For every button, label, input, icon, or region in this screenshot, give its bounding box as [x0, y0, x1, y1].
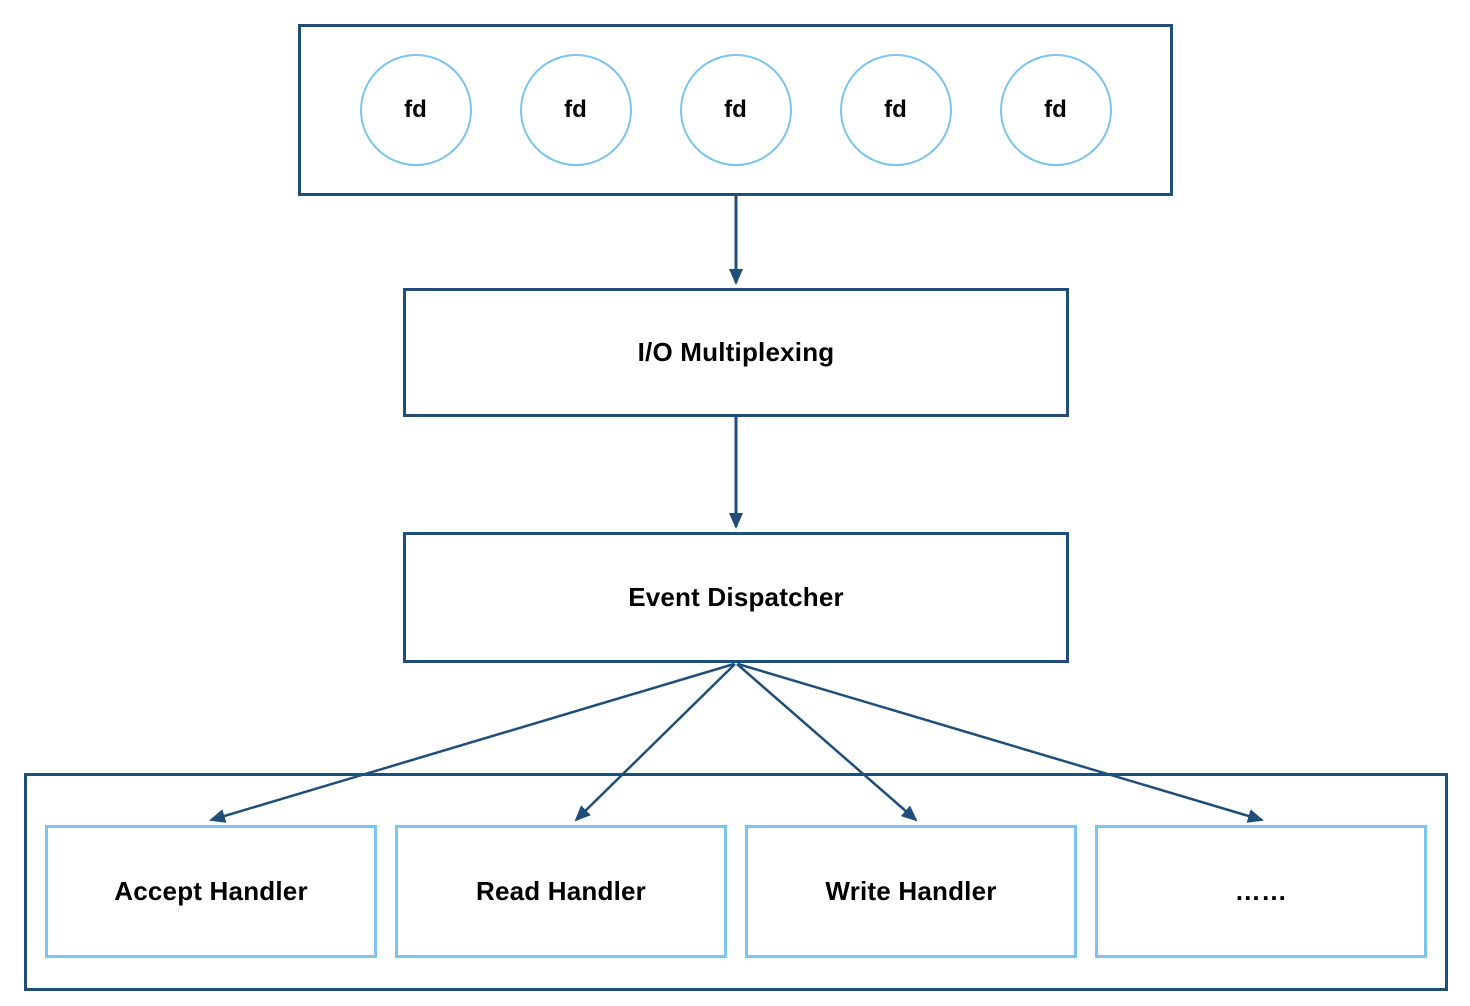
fd-label: fd	[1044, 96, 1067, 123]
event-dispatcher-box: Event Dispatcher	[403, 532, 1069, 663]
write-handler-label: Write Handler	[825, 876, 997, 906]
read-handler-box: Read Handler	[395, 825, 727, 958]
write-handler-box: Write Handler	[745, 825, 1077, 958]
accept-handler-label: Accept Handler	[114, 876, 308, 906]
fd-label: fd	[404, 96, 427, 123]
fd-circle: fd	[679, 54, 792, 166]
fd-group-box: fd fd fd fd fd	[298, 24, 1173, 196]
more-handlers-box: ……	[1095, 825, 1427, 958]
fd-circle: fd	[839, 54, 952, 166]
fd-label: fd	[884, 96, 907, 123]
fd-circle: fd	[359, 54, 472, 166]
fd-label: fd	[724, 96, 747, 123]
fd-label: fd	[564, 96, 587, 123]
more-handlers-label: ……	[1234, 876, 1288, 906]
io-multiplexing-box: I/O Multiplexing	[403, 288, 1069, 417]
accept-handler-box: Accept Handler	[45, 825, 377, 958]
io-multiplexing-label: I/O Multiplexing	[637, 337, 835, 367]
fd-circle: fd	[999, 54, 1112, 166]
event-dispatcher-label: Event Dispatcher	[628, 582, 844, 612]
handlers-group-box: Accept Handler Read Handler Write Handle…	[24, 773, 1448, 991]
read-handler-label: Read Handler	[475, 876, 646, 906]
fd-circle: fd	[519, 54, 632, 166]
